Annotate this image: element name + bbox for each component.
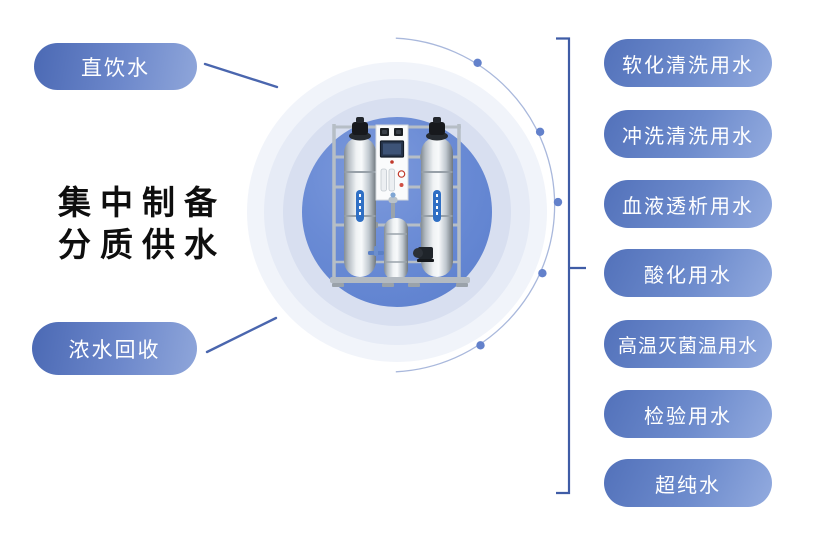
center-tank [384, 192, 408, 280]
left-pill-concentrate-recovery: 浓水回收 [32, 322, 197, 375]
pump-motor [413, 247, 434, 262]
right-tank [421, 137, 453, 277]
right-pill-hemodialysis-water: 血液透析用水 [604, 180, 772, 228]
left-pill-label: 浓水回收 [68, 338, 161, 362]
orbit-dot-1 [473, 58, 482, 67]
orbit-dot-2 [535, 127, 545, 136]
right-pill-label: 高温灭菌温用水 [617, 335, 758, 357]
right-pill-acidified-water: 酸化用水 [604, 249, 772, 297]
left-tank [344, 137, 376, 277]
right-pill-label: 酸化用水 [644, 264, 732, 287]
right-pill-high-temp-sterilization-water: 高温灭菌温用水 [604, 320, 772, 368]
left-pill-label: 直饮水 [81, 56, 150, 80]
orbit-dot-5 [476, 341, 485, 350]
right-pill-label: 超纯水 [655, 474, 721, 497]
connector-line-concentrate-recovery [205, 316, 278, 354]
right-tank-valve [426, 117, 448, 141]
left-pill-direct-drinking-water: 直饮水 [34, 43, 197, 90]
page-title-line-2: 分质供水 [58, 228, 226, 264]
right-pill-rinse-cleaning-water: 冲洗清洗用水 [604, 110, 772, 158]
left-tank-valve [349, 117, 371, 141]
page-title-line-1: 集中制备 [58, 186, 226, 222]
right-pill-label: 血液透析用水 [622, 195, 754, 218]
orbit-arc [395, 37, 556, 373]
right-pill-label: 检验用水 [644, 405, 732, 428]
orbit-dot-3 [553, 197, 563, 207]
right-pill-label: 软化清洗用水 [622, 54, 754, 77]
right-pill-softened-cleaning-water: 软化清洗用水 [604, 39, 772, 87]
control-panel [375, 124, 409, 201]
page-title: 集中制备 分质供水 [36, 183, 248, 267]
right-group-bracket [556, 37, 571, 495]
right-pill-label: 冲洗清洗用水 [622, 125, 754, 148]
connector-line-direct-drinking-water [203, 62, 279, 89]
orbit-dot-4 [538, 269, 547, 278]
right-pill-ultrapure-water: 超纯水 [604, 459, 772, 507]
blue-pipes [368, 246, 384, 256]
equipment-base [330, 277, 470, 287]
right-pill-laboratory-test-water: 检验用水 [604, 390, 772, 438]
water-purification-equipment-image [330, 117, 470, 287]
